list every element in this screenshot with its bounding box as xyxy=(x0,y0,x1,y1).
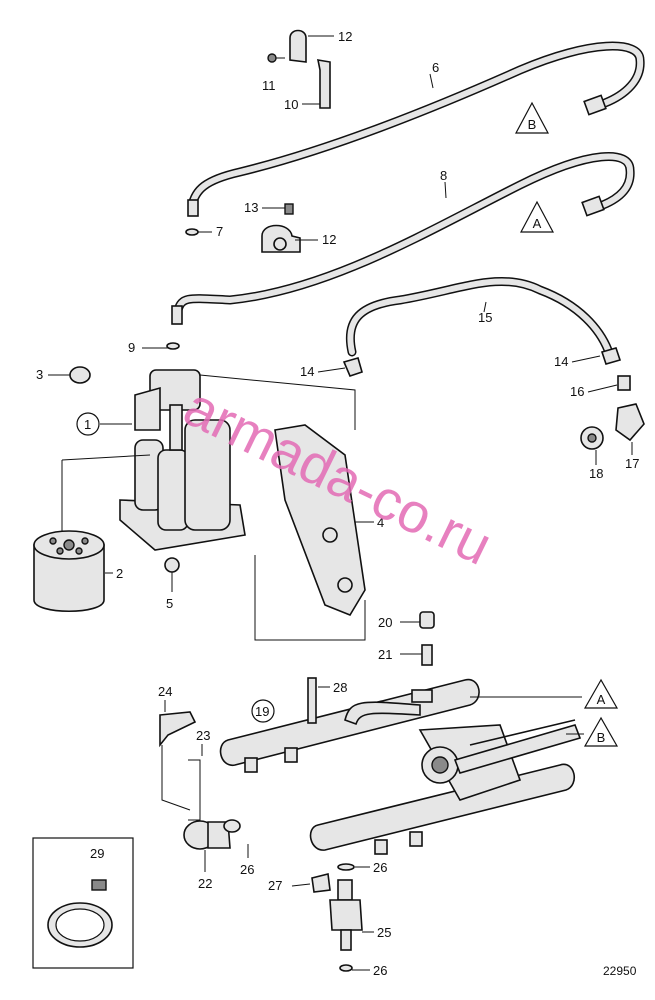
callout-19-circle xyxy=(251,699,275,723)
inset-clamp-29 xyxy=(32,837,134,969)
callout-19: 19 xyxy=(255,704,269,719)
marker-a-mid-label: A xyxy=(533,216,542,231)
stud-28 xyxy=(307,677,317,724)
marker-a-rail xyxy=(583,678,619,709)
fuel-filter-cartridge-2 xyxy=(33,530,105,613)
callout-21: 21 xyxy=(378,647,392,662)
callout-22: 22 xyxy=(198,876,212,891)
callout-29: 29 xyxy=(90,846,104,861)
callout-26-bottom: 26 xyxy=(373,963,387,978)
callout-14: 14 xyxy=(300,364,314,379)
sensor-24 xyxy=(159,711,197,748)
fuel-hose-8 xyxy=(171,152,635,325)
figure-number: 22950 xyxy=(603,964,637,978)
marker-b-rail xyxy=(583,716,619,747)
bolt-5 xyxy=(164,557,180,573)
callout-2: 2 xyxy=(116,566,123,581)
hose-clip-14 xyxy=(342,357,363,377)
callout-13: 13 xyxy=(244,200,258,215)
marker-b-rail-label: B xyxy=(597,730,606,745)
washer-9 xyxy=(166,342,180,350)
hose-clamp-12-mid xyxy=(261,203,301,253)
callout-24: 24 xyxy=(158,684,172,699)
fuel-injector-25 xyxy=(329,863,363,972)
callout-10: 10 xyxy=(284,97,298,112)
valve-21 xyxy=(421,644,433,666)
cap-3 xyxy=(69,366,91,384)
marker-b-top-label: B xyxy=(528,117,537,132)
marker-b-top xyxy=(515,101,549,134)
callout-12-mid: 12 xyxy=(322,232,336,247)
callout-12-top: 12 xyxy=(338,29,352,44)
marker-a-rail-label: A xyxy=(597,692,606,707)
callout-3: 3 xyxy=(36,367,43,382)
callout-16: 16 xyxy=(570,384,584,399)
bracket-4 xyxy=(274,424,366,616)
hose-clip-14-right xyxy=(600,347,622,365)
marker-a-mid xyxy=(520,200,554,233)
fuel-filter-assembly xyxy=(69,366,246,573)
plug-18 xyxy=(580,426,604,450)
callout-5: 5 xyxy=(166,596,173,611)
callout-1-circle xyxy=(76,412,100,436)
fuel-hose-15 xyxy=(345,276,613,357)
callout-11: 11 xyxy=(262,78,276,93)
callout-27: 27 xyxy=(268,878,282,893)
fuel-hose-6 xyxy=(187,41,645,217)
callout-8: 8 xyxy=(440,168,447,183)
callout-23: 23 xyxy=(196,728,210,743)
callout-6: 6 xyxy=(432,60,439,75)
seal-23 xyxy=(188,759,201,821)
fuel-rail-19 xyxy=(219,678,582,855)
callout-14-right: 14 xyxy=(554,354,568,369)
elbow-fitting-17 xyxy=(615,403,645,442)
callout-7: 7 xyxy=(216,224,223,239)
washer-7 xyxy=(185,228,199,236)
callout-28: 28 xyxy=(333,680,347,695)
callout-4: 4 xyxy=(377,515,384,530)
callout-18: 18 xyxy=(589,466,603,481)
callout-17: 17 xyxy=(625,456,639,471)
callout-26-mid: 26 xyxy=(373,860,387,875)
callout-25: 25 xyxy=(377,925,391,940)
hose-clamp-12-top xyxy=(267,29,331,109)
clip-27 xyxy=(311,873,331,893)
callout-26-left: 26 xyxy=(240,862,254,877)
fitting-16 xyxy=(617,375,631,391)
callout-9: 9 xyxy=(128,340,135,355)
pressure-regulator-22 xyxy=(183,819,241,850)
callout-20: 20 xyxy=(378,615,392,630)
cap-20 xyxy=(419,611,435,629)
callout-1: 1 xyxy=(84,417,91,432)
callout-15: 15 xyxy=(478,310,492,325)
